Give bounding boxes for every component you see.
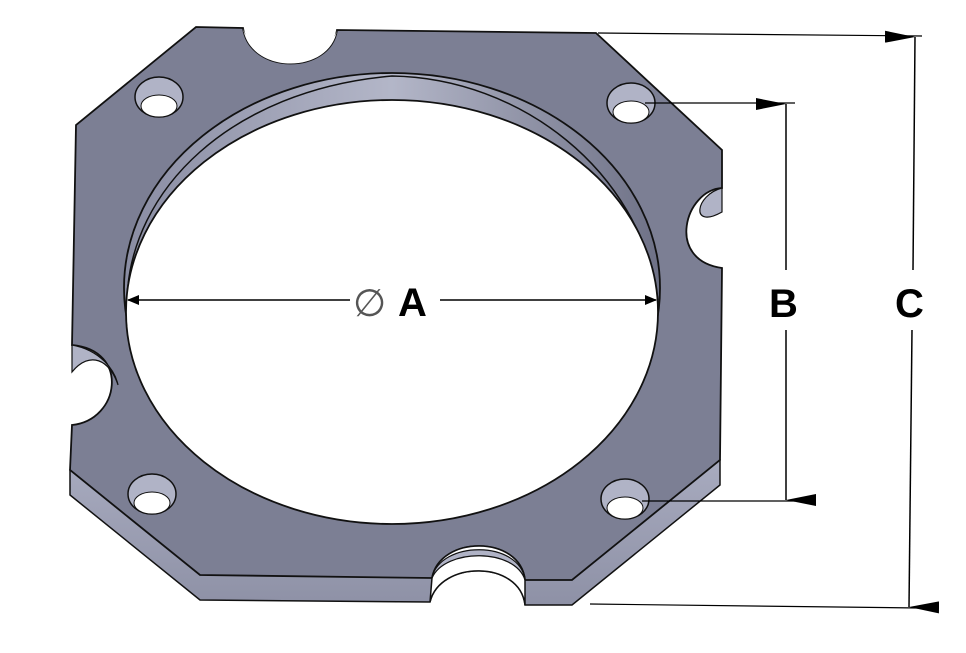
dimension-b: B — [642, 98, 816, 506]
dimension-b-label: B — [769, 282, 798, 326]
bolt-hole-top-left — [134, 76, 184, 118]
notch-top-wall — [243, 28, 337, 64]
dimension-c-extension-top — [597, 32, 923, 37]
dimension-c: C — [589, 30, 940, 614]
notch-right-wall — [699, 187, 723, 218]
notch-bottom-wall — [429, 545, 526, 606]
diameter-symbol: ∅ — [353, 281, 386, 325]
dimension-c-line-upper — [884, 30, 916, 271]
dimension-c-line-lower — [908, 329, 940, 614]
dimension-c-label: C — [895, 282, 924, 326]
bore-through-hole — [125, 99, 659, 525]
dimension-a: ∅ A — [127, 281, 657, 325]
dimension-a-label: A — [398, 281, 427, 325]
bore-rim — [126, 75, 659, 301]
bolt-hole-bottom-left — [127, 473, 177, 515]
dimension-c-extension-bottom — [589, 603, 919, 609]
notch-left-wall — [71, 344, 119, 386]
notch-bottom-inner — [431, 549, 526, 581]
bolt-hole-bottom-right — [600, 478, 650, 520]
bolt-hole-top-right — [606, 82, 656, 124]
